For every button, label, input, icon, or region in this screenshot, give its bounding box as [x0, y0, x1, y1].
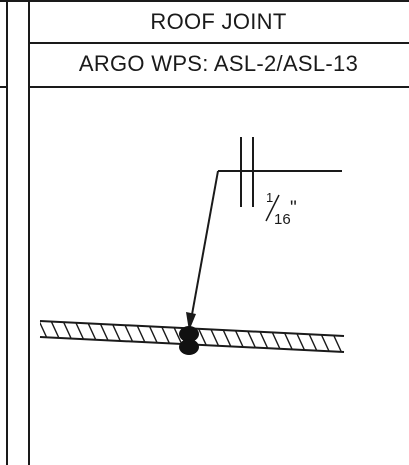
hatch-line — [237, 321, 263, 352]
weld-size-denominator: 16 — [274, 211, 291, 228]
hatch-line — [346, 310, 370, 362]
weld-size-unit: " — [290, 198, 297, 219]
detail-title: ROOF JOINT — [150, 9, 287, 34]
hatch-line — [225, 321, 251, 352]
hatch-line — [285, 321, 311, 352]
hatch-line — [81, 321, 107, 352]
hatch-line — [117, 321, 143, 352]
hatch-line — [153, 321, 179, 352]
roof-plate-section — [39, 310, 370, 362]
hatch-line — [141, 321, 167, 352]
subtitle-row-divider — [28, 86, 409, 88]
left-panel-divider — [0, 86, 8, 88]
hatch-line — [201, 321, 227, 352]
left-panel-edge — [6, 0, 8, 465]
title-row-divider — [28, 42, 409, 44]
hatch-line — [129, 321, 155, 352]
roof-plate-hatching — [40, 310, 370, 362]
hatch-line — [57, 321, 83, 352]
hatch-line — [309, 321, 335, 352]
weld-bead — [179, 326, 199, 355]
weld-size-numerator: 1 — [266, 190, 273, 205]
weld-leader-line — [190, 170, 219, 321]
frame-top-border — [0, 0, 409, 2]
hatch-line — [45, 321, 71, 352]
detail-left-border — [28, 0, 30, 465]
hatch-line — [249, 321, 275, 352]
hatch-line — [40, 321, 59, 352]
hatch-line — [189, 321, 215, 352]
hatch-line — [69, 321, 95, 352]
hatch-line — [165, 321, 191, 352]
hatch-line — [105, 321, 131, 352]
hatch-line — [297, 321, 323, 352]
hatch-line — [261, 321, 287, 352]
weld-size-fraction-bar — [265, 194, 280, 222]
hatch-line — [93, 321, 119, 352]
wps-reference: ARGO WPS: ASL-2/ASL-13 — [78, 51, 359, 76]
hatch-line — [273, 321, 299, 352]
hatch-line — [213, 321, 239, 352]
